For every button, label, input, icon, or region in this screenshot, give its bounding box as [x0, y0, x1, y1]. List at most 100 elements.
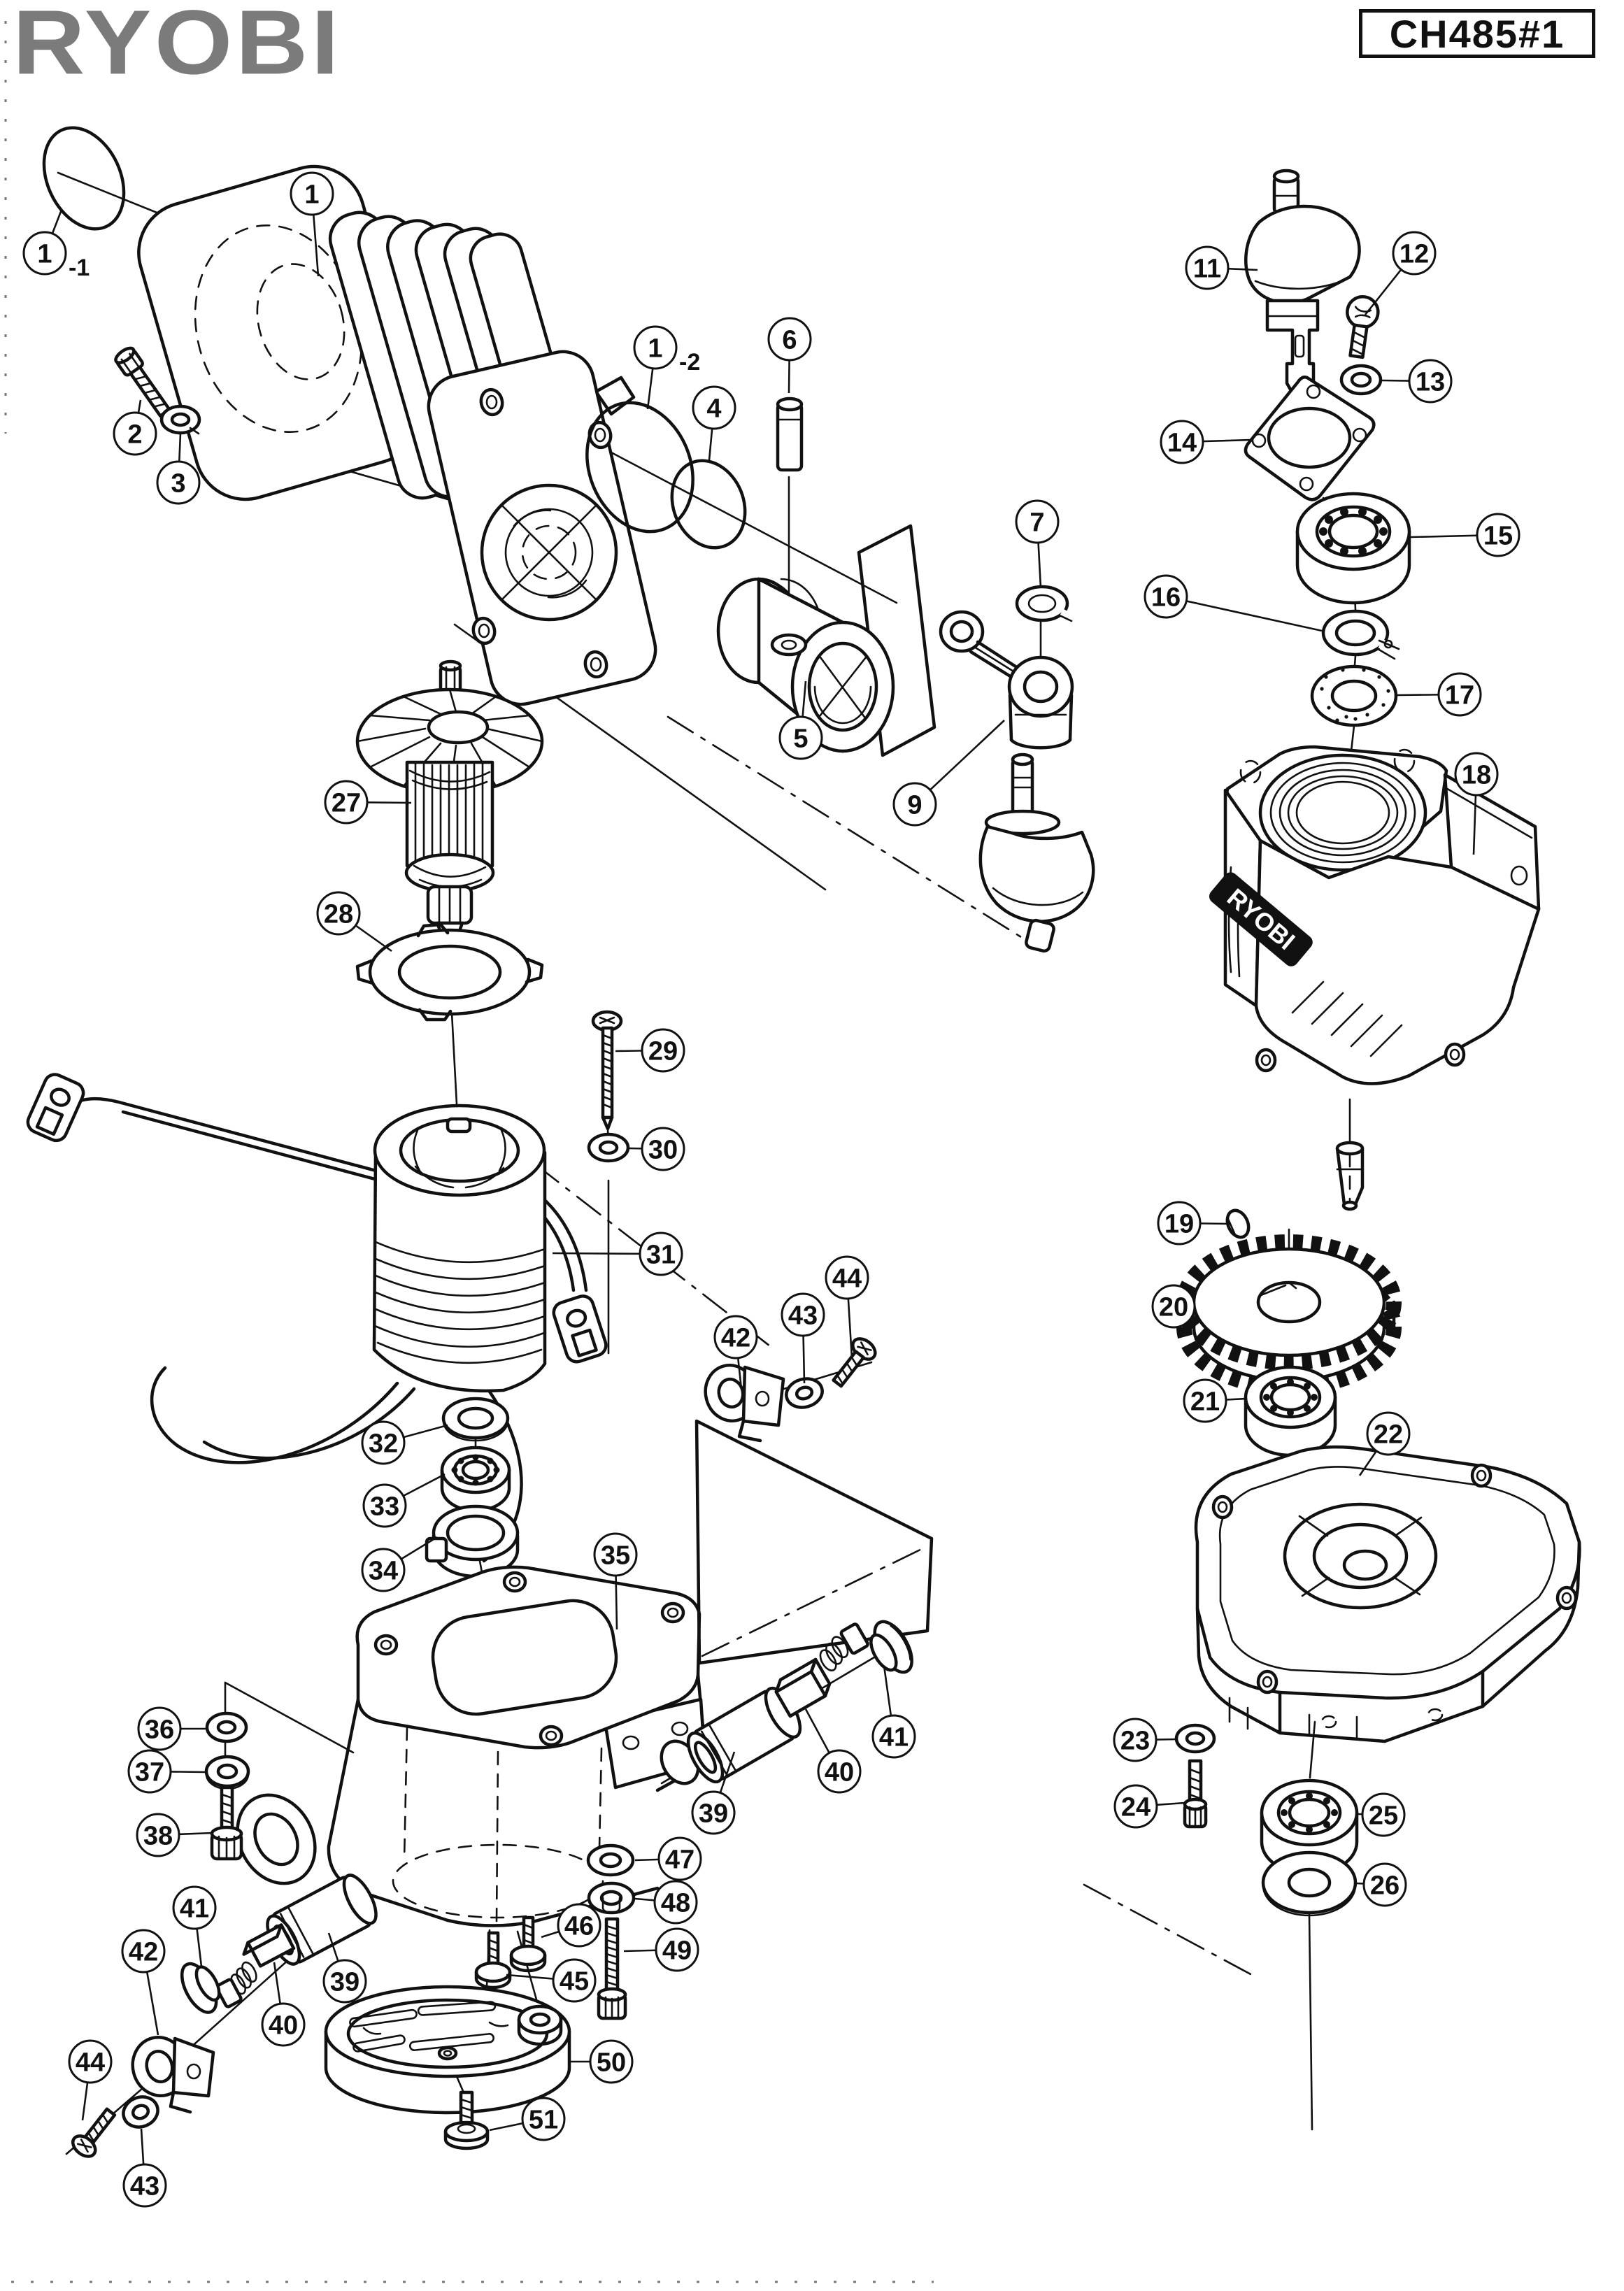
part-gasket-14	[1244, 376, 1376, 501]
part-screw-44-right	[832, 1337, 877, 1388]
balloon-circle	[1408, 359, 1453, 404]
balloon-39-left: 39	[322, 1932, 367, 2004]
balloon-circle	[778, 715, 823, 760]
part-washer-36	[205, 1711, 248, 1743]
balloon-circle	[1185, 245, 1230, 290]
balloon-circle	[362, 1483, 407, 1528]
balloon-7: 7	[1015, 499, 1060, 588]
balloon-49: 49	[623, 1927, 699, 1972]
balloon-circle	[316, 891, 361, 936]
part-washer-3	[159, 404, 201, 435]
balloon-40-right: 40	[804, 1708, 862, 1794]
balloon-circle	[1454, 752, 1499, 797]
part-baffle-plate-28	[355, 922, 544, 1022]
balloon-number: 39	[699, 1799, 728, 1829]
part-washer-32	[441, 1397, 510, 1442]
balloon-number: 31	[646, 1241, 676, 1270]
balloon-number: 46	[564, 1912, 594, 1941]
balloon-number: 17	[1445, 681, 1474, 711]
balloon-circle	[1476, 513, 1520, 557]
balloon-circle	[1151, 1284, 1196, 1329]
balloon-5: 5	[778, 680, 823, 760]
balloon-18: 18	[1454, 752, 1499, 855]
part-washer-7	[1015, 585, 1073, 622]
balloon-number: 29	[648, 1037, 678, 1066]
balloon-circle	[113, 411, 157, 456]
balloon-19: 19	[1157, 1201, 1230, 1246]
balloon-34: 34	[361, 1536, 438, 1592]
balloon-11: 11	[1185, 245, 1258, 290]
balloon-number: 2	[127, 420, 142, 450]
balloon-circle	[767, 317, 812, 362]
balloon-number: 47	[665, 1846, 695, 1875]
balloon-number: 35	[601, 1541, 630, 1571]
balloon-6: 6	[767, 317, 812, 394]
balloon-17: 17	[1397, 672, 1482, 717]
balloon-1: 1	[290, 171, 334, 277]
balloon-number: 51	[529, 2106, 558, 2135]
part-screw-49	[597, 1917, 627, 2020]
part-bracket-42-right	[704, 1364, 785, 1443]
balloon-number: 28	[324, 900, 353, 929]
balloon-circle	[361, 1548, 406, 1592]
balloon-number: 33	[370, 1492, 399, 1522]
balloon-number: 43	[788, 1301, 818, 1331]
balloon-number: 4	[706, 394, 721, 424]
balloon-number: 9	[907, 791, 922, 820]
model-code-box: CH485#1	[1359, 9, 1595, 58]
balloon-circle	[261, 2002, 306, 2047]
part-felt-ring-17	[1310, 664, 1398, 727]
part-screw-45	[474, 1931, 512, 1990]
balloon-circle	[122, 2163, 167, 2208]
balloon-circle	[1157, 1201, 1202, 1246]
balloon-50: 50	[571, 2039, 634, 2084]
balloon-33: 33	[362, 1473, 446, 1528]
balloon-circle	[552, 1958, 597, 2003]
balloon-number: 15	[1483, 522, 1513, 551]
balloon-circle	[1015, 499, 1060, 544]
part-screw-29	[591, 1010, 623, 1131]
balloon-37: 37	[127, 1749, 206, 1794]
balloon-29: 29	[615, 1028, 685, 1073]
balloon-15: 15	[1410, 513, 1520, 557]
balloon-21: 21	[1183, 1378, 1247, 1423]
part-washer-26	[1261, 1850, 1358, 1917]
balloon-number: 23	[1120, 1727, 1150, 1756]
part-base-cover-50	[324, 1985, 571, 2115]
balloon-circle	[892, 782, 937, 827]
part-brush-40-left	[215, 1923, 296, 2008]
part-brush-40-right	[774, 1622, 869, 1718]
part-bearing-21	[1244, 1365, 1337, 1457]
balloon-number: 25	[1369, 1801, 1398, 1831]
part-washer-43-right	[785, 1377, 824, 1409]
part-screw-46	[509, 1915, 547, 1973]
part-screw-2	[114, 346, 171, 418]
balloon-number: 16	[1151, 583, 1181, 613]
balloon-2: 2	[113, 399, 157, 456]
balloon-number: 39	[330, 1968, 359, 1997]
part-connecting-rod-9	[939, 610, 1074, 750]
part-bracket-42-left	[131, 2036, 215, 2114]
part-field-stator-31	[26, 1073, 608, 1563]
balloon-circle	[1113, 1784, 1158, 1829]
balloon-14: 14	[1160, 420, 1251, 464]
balloon-circle	[1437, 672, 1482, 717]
balloon-number: 13	[1416, 368, 1445, 397]
balloon-number: 34	[369, 1557, 398, 1586]
balloon-25: 25	[1357, 1792, 1406, 1837]
part-crank-lower	[978, 752, 1095, 953]
balloon-40-left: 40	[261, 1962, 306, 2047]
balloon-circle	[156, 460, 201, 505]
balloon-1-1: 1-1	[22, 209, 90, 281]
ryobi-logo: RYOBI	[13, 0, 343, 94]
balloon-44-left: 44	[68, 2039, 113, 2121]
balloon-circle	[713, 1315, 758, 1359]
part-armature-27	[355, 659, 544, 947]
balloon-number: 22	[1374, 1420, 1403, 1450]
balloon-circle	[1113, 1718, 1158, 1762]
balloon-circle	[692, 385, 736, 430]
balloon-circle	[121, 1929, 166, 1974]
balloon-circle	[1144, 574, 1188, 619]
balloon-number: 11	[1193, 255, 1221, 284]
